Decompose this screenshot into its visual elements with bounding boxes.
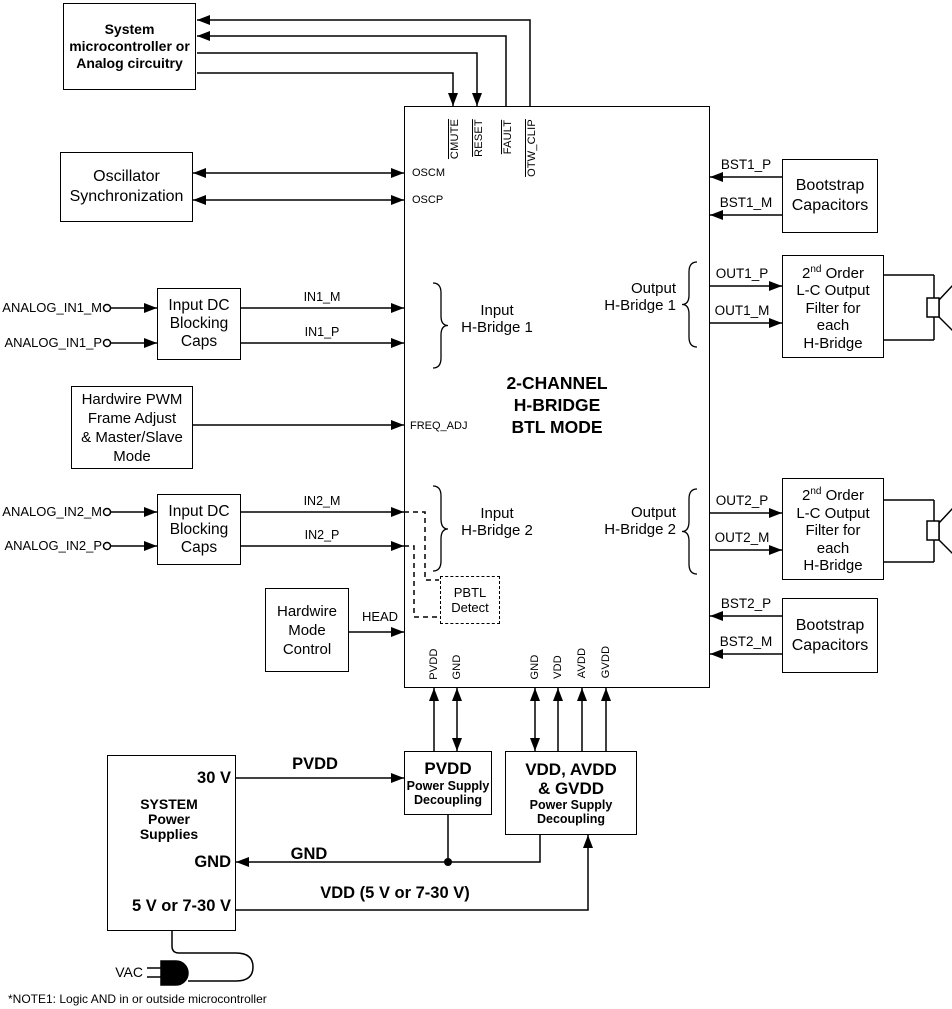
brace-input1 bbox=[432, 282, 449, 369]
chip-title: 2-CHANNEL H-BRIDGE BTL MODE bbox=[506, 373, 608, 437]
supply-port-5v: 5 V or 7-30 V bbox=[131, 897, 231, 915]
signal-head: HEAD bbox=[361, 609, 399, 624]
input-hbridge2-label: Input H-Bridge 2 bbox=[461, 505, 533, 539]
pin-label-reset: RESET bbox=[473, 119, 485, 157]
signal-analog-in1-p: ANALOG_IN1_P bbox=[4, 335, 102, 350]
pin-label-vdd: VDD bbox=[552, 655, 564, 679]
speaker1-icon bbox=[884, 274, 952, 341]
brace-output2 bbox=[681, 488, 698, 575]
output-hbridge1-label: Output H-Bridge 1 bbox=[604, 280, 676, 314]
pin-label-oscp: OSCP bbox=[412, 194, 444, 206]
junction-dot bbox=[444, 858, 452, 866]
pin-label-gnd-left: GND bbox=[451, 654, 463, 680]
pvdd-decoupling-box: PVDD Power Supply Decoupling bbox=[404, 751, 492, 815]
pin-label-gvdd: GVDD bbox=[600, 645, 612, 679]
speaker2-icon bbox=[884, 499, 952, 563]
signal-out1-m: OUT1_M bbox=[714, 303, 770, 318]
system-supply-title: SYSTEM Power Supplies bbox=[139, 796, 199, 842]
filter1-line1: 2nd Order bbox=[802, 263, 864, 282]
brace-input2 bbox=[432, 485, 449, 572]
bootstrap-capacitors2-box: Bootstrap Capacitors bbox=[782, 598, 878, 673]
plug-icon bbox=[147, 960, 189, 986]
wire-fault bbox=[197, 31, 507, 106]
filter1-rest: L-C Output Filter for each H-Bridge bbox=[796, 282, 870, 352]
system-power-supplies-box bbox=[107, 755, 236, 931]
filter2-rest: L-C Output Filter for each H-Bridge bbox=[796, 504, 870, 575]
terminal-analog-in1-p bbox=[102, 338, 112, 348]
signal-bst2-p: BST2_P bbox=[720, 596, 772, 611]
pin-label-freq-adj: FREQ_ADJ bbox=[410, 420, 468, 432]
signal-pvdd-supply: PVDD bbox=[292, 755, 338, 773]
signal-out2-m: OUT2_M bbox=[714, 530, 770, 545]
signal-analog-in1-m: ANALOG_IN1_M bbox=[2, 300, 102, 315]
wire-pbtl-2 bbox=[404, 545, 439, 618]
vdd-decoupling-title: VDD, AVDD & GVDD bbox=[525, 760, 617, 798]
pin-label-avdd: AVDD bbox=[576, 647, 588, 679]
pin-label-oscm: OSCM bbox=[412, 167, 445, 179]
bootstrap-capacitors1-box: Bootstrap Capacitors bbox=[782, 159, 878, 233]
supply-port-30v: 30 V bbox=[197, 769, 231, 787]
signal-in2-m: IN2_M bbox=[303, 494, 341, 508]
signal-vac: VAC bbox=[115, 964, 143, 980]
signal-in1-p: IN1_P bbox=[304, 325, 340, 339]
oscillator-box: Oscillator Synchronization bbox=[60, 152, 193, 222]
pin-label-otw-clip: OTW_CLIP bbox=[526, 119, 538, 177]
signal-in2-p: IN2_P bbox=[304, 528, 340, 542]
output-hbridge2-label: Output H-Bridge 2 bbox=[604, 504, 676, 538]
input-dc-blocking-caps2-box: Input DC Blocking Caps bbox=[157, 494, 241, 565]
pin-label-gnd-right: GND bbox=[529, 654, 541, 680]
chip-outline bbox=[404, 106, 710, 688]
wire-vdd-net bbox=[236, 835, 593, 911]
wire-gnd-net bbox=[236, 835, 541, 867]
supply-port-gnd: GND bbox=[194, 853, 231, 871]
wire-pbtl-1 bbox=[404, 511, 439, 581]
pvdd-decoupling-sub: Power Supply Decoupling bbox=[406, 779, 490, 807]
wire-cmute bbox=[197, 72, 458, 106]
pin-label-fault: FAULT bbox=[502, 119, 514, 155]
signal-vdd-range: VDD (5 V or 7-30 V) bbox=[320, 884, 470, 902]
pvdd-decoupling-title: PVDD bbox=[424, 759, 472, 778]
signal-bst1-m: BST1_M bbox=[719, 195, 773, 210]
signal-bst2-m: BST2_M bbox=[719, 634, 773, 649]
signal-out1-p: OUT1_P bbox=[715, 266, 769, 281]
terminal-analog-in1-m bbox=[102, 303, 112, 313]
terminal-analog-in2-m bbox=[102, 507, 112, 517]
power-cord bbox=[171, 931, 254, 982]
hardwire-pwm-box: Hardwire PWM Frame Adjust & Master/Slave… bbox=[71, 386, 193, 469]
brace-output1 bbox=[681, 261, 698, 348]
vdd-decoupling-sub: Power Supply Decoupling bbox=[529, 798, 613, 826]
footnote: *NOTE1: Logic AND in or outside microcon… bbox=[8, 992, 267, 1006]
signal-analog-in2-p: ANALOG_IN2_P bbox=[4, 538, 102, 553]
microcontroller-box: System microcontroller or Analog circuit… bbox=[63, 3, 196, 90]
pin-label-pvdd: PVDD bbox=[428, 648, 440, 680]
signal-analog-in2-m: ANALOG_IN2_M bbox=[2, 504, 102, 519]
input-dc-blocking-caps1-box: Input DC Blocking Caps bbox=[157, 288, 241, 360]
signal-bst1-p: BST1_P bbox=[720, 157, 772, 172]
filter2-line1: 2nd Order bbox=[802, 486, 864, 505]
lc-output-filter2-box: 2nd Order L-C Output Filter for each H-B… bbox=[782, 478, 884, 580]
signal-in1-m: IN1_M bbox=[303, 290, 341, 304]
pin-label-cmute: CMUTE bbox=[449, 118, 461, 160]
signal-out2-p: OUT2_P bbox=[715, 493, 769, 508]
wire-otw-clip bbox=[197, 15, 531, 106]
vdd-decoupling-box: VDD, AVDD & GVDD Power Supply Decoupling bbox=[505, 751, 637, 835]
hardwire-mode-control-box: Hardwire Mode Control bbox=[265, 588, 349, 672]
signal-gnd-supply: GND bbox=[290, 845, 328, 863]
pbtl-detect-box: PBTL Detect bbox=[440, 576, 500, 624]
lc-output-filter1-box: 2nd Order L-C Output Filter for each H-B… bbox=[782, 255, 884, 358]
terminal-analog-in2-p bbox=[102, 541, 112, 551]
wire-reset bbox=[197, 52, 482, 106]
input-hbridge1-label: Input H-Bridge 1 bbox=[461, 302, 533, 336]
